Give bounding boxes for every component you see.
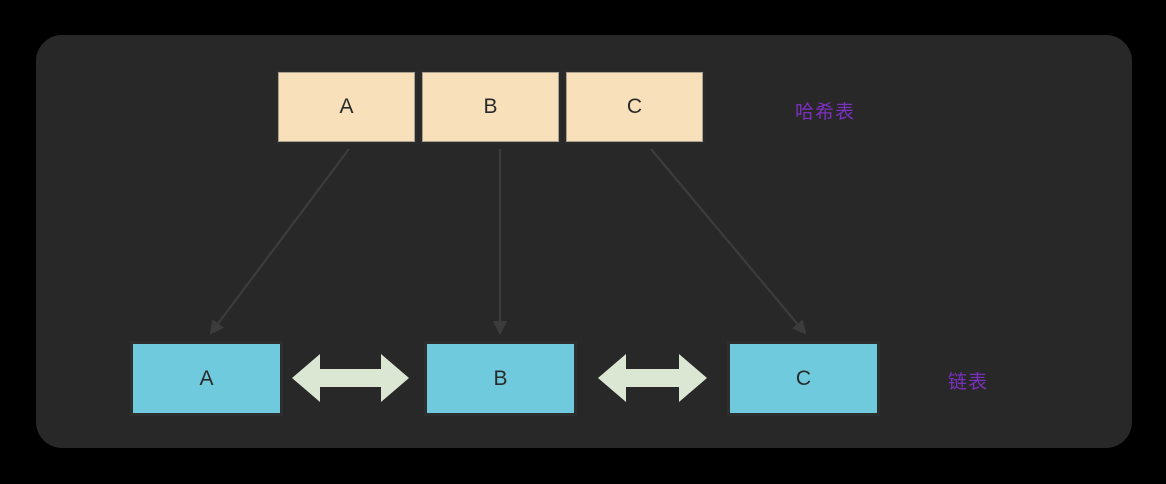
hash-cell-2[interactable]: C [564, 70, 705, 144]
hash-cell-1-label: B [483, 95, 498, 118]
linked-list-label: 链表 [948, 371, 989, 393]
hash-cell-2-label: C [626, 95, 643, 118]
hash-cell-0[interactable]: A [276, 70, 417, 144]
hash-cell-1[interactable]: B [420, 70, 561, 144]
list-node-2-label: C [795, 366, 812, 390]
list-node-1-label: B [493, 366, 508, 390]
list-node-0-label: A [199, 366, 214, 390]
list-node-1[interactable]: B [424, 341, 577, 416]
hash-table-label: 哈希表 [795, 101, 856, 123]
list-node-0[interactable]: A [130, 341, 283, 416]
hash-cell-0-label: A [339, 95, 354, 118]
list-node-2[interactable]: C [727, 341, 880, 416]
hash-table-row: A B C [276, 70, 705, 144]
